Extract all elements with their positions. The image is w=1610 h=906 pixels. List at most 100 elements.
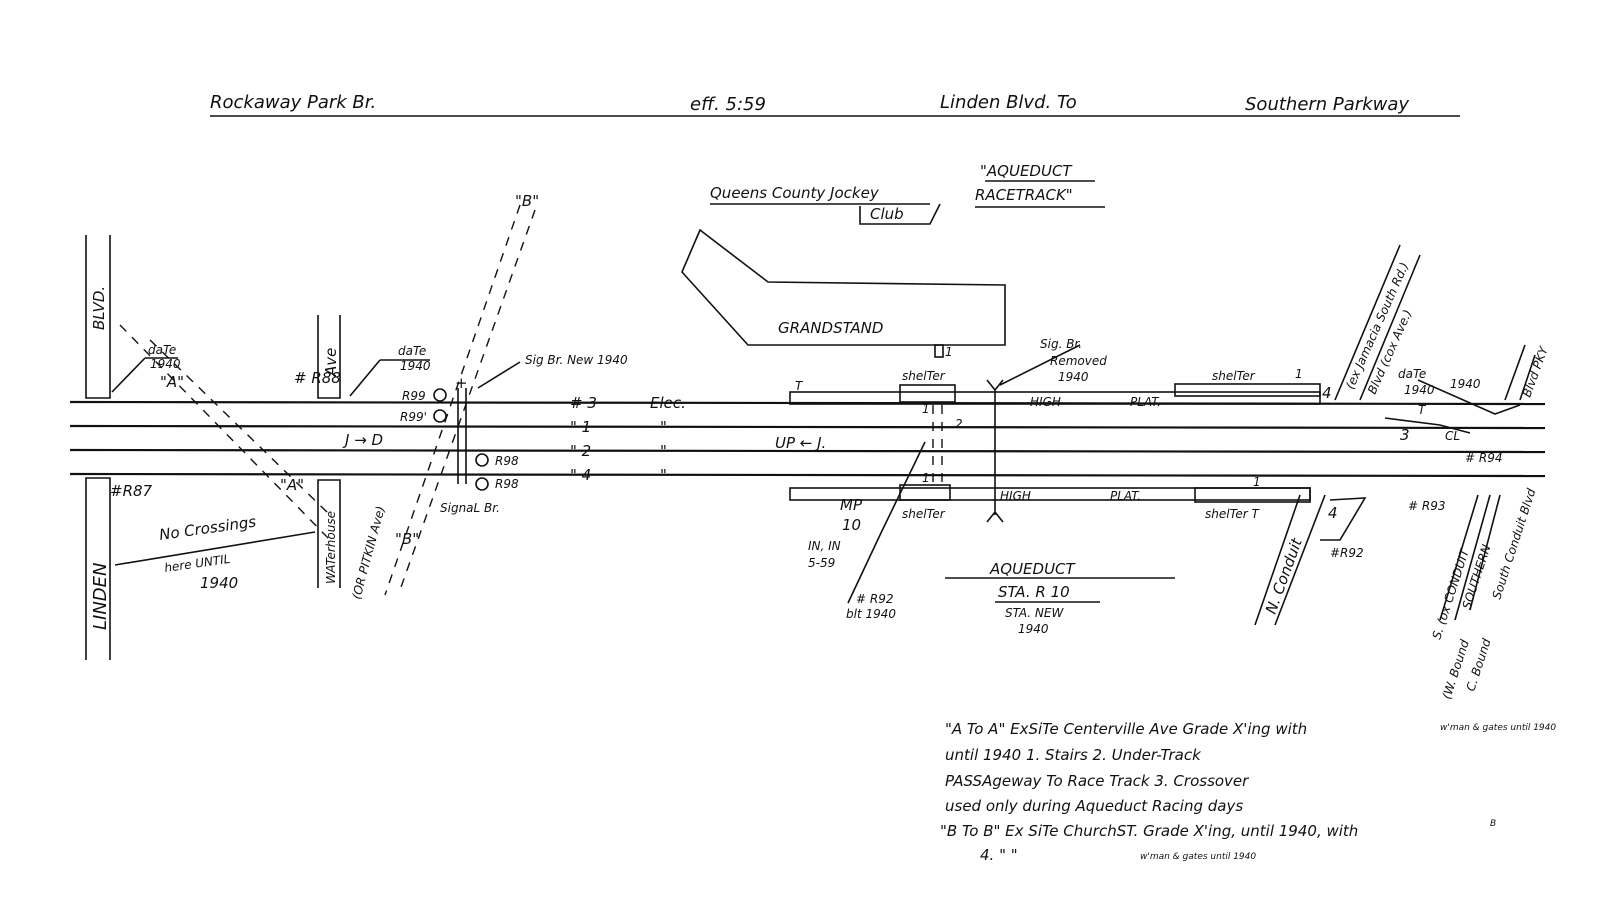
crossing-b-dashed — [384, 204, 536, 596]
milepost-date: 5-59 — [808, 556, 835, 570]
date-label: daTe — [1398, 367, 1426, 381]
a-marker-1: "A" — [160, 373, 184, 391]
signal-icon — [433, 409, 447, 423]
tracks: # 3 Elec. " 1 " " 2 " " 4 " UP ← J. J → … — [69, 394, 1546, 484]
legend-line: "B To B" Ex SiTe ChurchST. Grade X'ing, … — [940, 822, 1358, 840]
shelter-label: shelTer — [1212, 369, 1256, 383]
platform-end-mark: T — [795, 379, 804, 393]
former-signal-bridge — [986, 379, 1004, 523]
under-track-passageway — [932, 405, 943, 488]
aqueduct-label: "AQUEDUCT — [980, 162, 1073, 180]
jd-direction-label: J → D — [342, 431, 383, 449]
title-effective: eff. 5:59 — [690, 94, 766, 115]
track-4-label: " 4 — [570, 466, 591, 484]
track-2-label: " 2 — [570, 442, 591, 460]
date-arrow — [1417, 379, 1521, 415]
shelter-north-east — [1174, 383, 1321, 397]
date-arrow — [349, 359, 430, 397]
stairs-number: 1 — [922, 471, 930, 485]
crossover-3 — [1384, 417, 1471, 434]
south-platform — [789, 487, 1311, 501]
date-label: daTe — [398, 344, 426, 358]
signal-bridge-label: SignaL Br. — [440, 501, 500, 515]
station-code: STA. R 10 — [998, 583, 1070, 601]
n-conduit-street — [1254, 494, 1326, 626]
stairs-number: 1 — [922, 402, 930, 416]
crossing-a-dashed — [119, 324, 331, 541]
stairs-number: 1 — [945, 345, 953, 359]
legend-line: PASSAgeway To Race Track 3. Crossover — [945, 772, 1249, 790]
r92-outline — [1320, 497, 1367, 541]
station-new-year: 1940 — [1018, 622, 1049, 636]
track-1 — [69, 424, 1546, 430]
southern-parkway-street — [1439, 494, 1501, 621]
legend-notes: "A To A" ExSiTe Centerville Ave Grade X'… — [940, 720, 1556, 864]
signal-bridge-structure — [457, 388, 467, 484]
ditto-mark: " — [660, 466, 667, 484]
signal-r87: #R87 — [110, 482, 153, 500]
shelter-north — [899, 384, 956, 403]
sig-bridge-removed-year: 1940 — [1058, 370, 1089, 384]
date-year: 1940 — [1450, 377, 1481, 391]
track-end-mark: T — [1418, 403, 1427, 417]
signal-bridge: + R99 R99' R98 R98 SignaL Br. Sig Br. Ne… — [400, 353, 628, 515]
milepost-number: 10 — [842, 516, 861, 534]
high-platform-label: HIGH — [1030, 395, 1061, 409]
crossing-4-number: 4 — [1328, 504, 1338, 522]
waterhouse-street — [317, 479, 341, 588]
no-crossings-arrow — [114, 531, 316, 566]
track-4 — [69, 472, 1546, 478]
crossing-4-number: 4 — [1322, 384, 1332, 402]
streets-right: (ex Jamacia South Rd.) Blvd (cox Ave.) 4… — [1254, 244, 1551, 701]
signal-r99-prime: R99' — [400, 410, 427, 424]
sig-bridge-new-note: Sig Br. New 1940 — [525, 353, 628, 367]
track-2 — [69, 448, 1546, 454]
signal-r88: # R88 — [294, 369, 341, 387]
b-marker-1: "B" — [515, 192, 539, 210]
jamaica-blvd-street — [1334, 244, 1421, 401]
club-label-2: Club — [870, 205, 904, 223]
streets-left: BLVD. LINDEN Ave WATerhouse (OR PITKIN A… — [85, 192, 539, 660]
signal-icon — [433, 388, 447, 402]
grandstand-outline — [681, 228, 1006, 346]
blvd-pky-street — [1504, 344, 1536, 401]
date-year: 1940 — [150, 357, 181, 371]
ditto-mark: " — [660, 442, 667, 460]
track-1-label: " 1 — [570, 418, 591, 436]
title-branch: Rockaway Park Br. — [210, 92, 376, 113]
b-marker-2: "B" — [395, 530, 419, 548]
signal-r98: R98 — [495, 454, 519, 468]
sig-bridge-removed-note: Removed — [1050, 354, 1107, 368]
shelter-label: shelTer — [902, 369, 946, 383]
ditto-mark: " — [660, 418, 667, 436]
platform-label: PLAT. — [1130, 395, 1161, 409]
aqueduct-station: shelTer 1 T HIGH PLAT. shelTer 1 shelTer… — [789, 337, 1321, 636]
w-bound-label: (W. Bound — [1440, 638, 1472, 701]
shelter-label: shelTer T — [1205, 507, 1261, 521]
signal-r92: #R92 — [1330, 546, 1364, 560]
a-marker-2: "A" — [280, 476, 304, 494]
north-platform — [789, 391, 1321, 405]
shelter-south-east — [1194, 487, 1311, 503]
signal-icon — [475, 477, 489, 491]
racetrack-label: RACETRACK" — [975, 186, 1073, 204]
legend-line: 4. " " — [980, 846, 1018, 864]
stairs-number: 1 — [1253, 475, 1261, 489]
legend-line: w'man & gates until 1940 — [1140, 852, 1256, 862]
racetrack-underline — [975, 180, 1105, 208]
milepost-note: IN, IN — [808, 539, 841, 553]
signal-r92: # R92 — [856, 592, 893, 606]
station-new-note: STA. NEW — [1005, 606, 1064, 620]
stairs-number: 1 — [1295, 367, 1303, 381]
sig-bridge-arrow — [477, 361, 521, 389]
date-year: 1940 — [400, 359, 431, 373]
signal-r92-note: blt 1940 — [846, 607, 896, 621]
signal-r98: R98 — [495, 477, 519, 491]
legend-line: until 1940 1. Stairs 2. Under-Track — [945, 746, 1202, 764]
signal-icon — [475, 453, 489, 467]
bridge-cross-mark: + — [455, 374, 468, 392]
ave-label: Ave — [322, 348, 340, 377]
ave-street — [317, 315, 341, 399]
pitkin-label: (OR PITKIN Ave) — [349, 504, 387, 600]
track-3-label: # 3 — [570, 394, 597, 412]
